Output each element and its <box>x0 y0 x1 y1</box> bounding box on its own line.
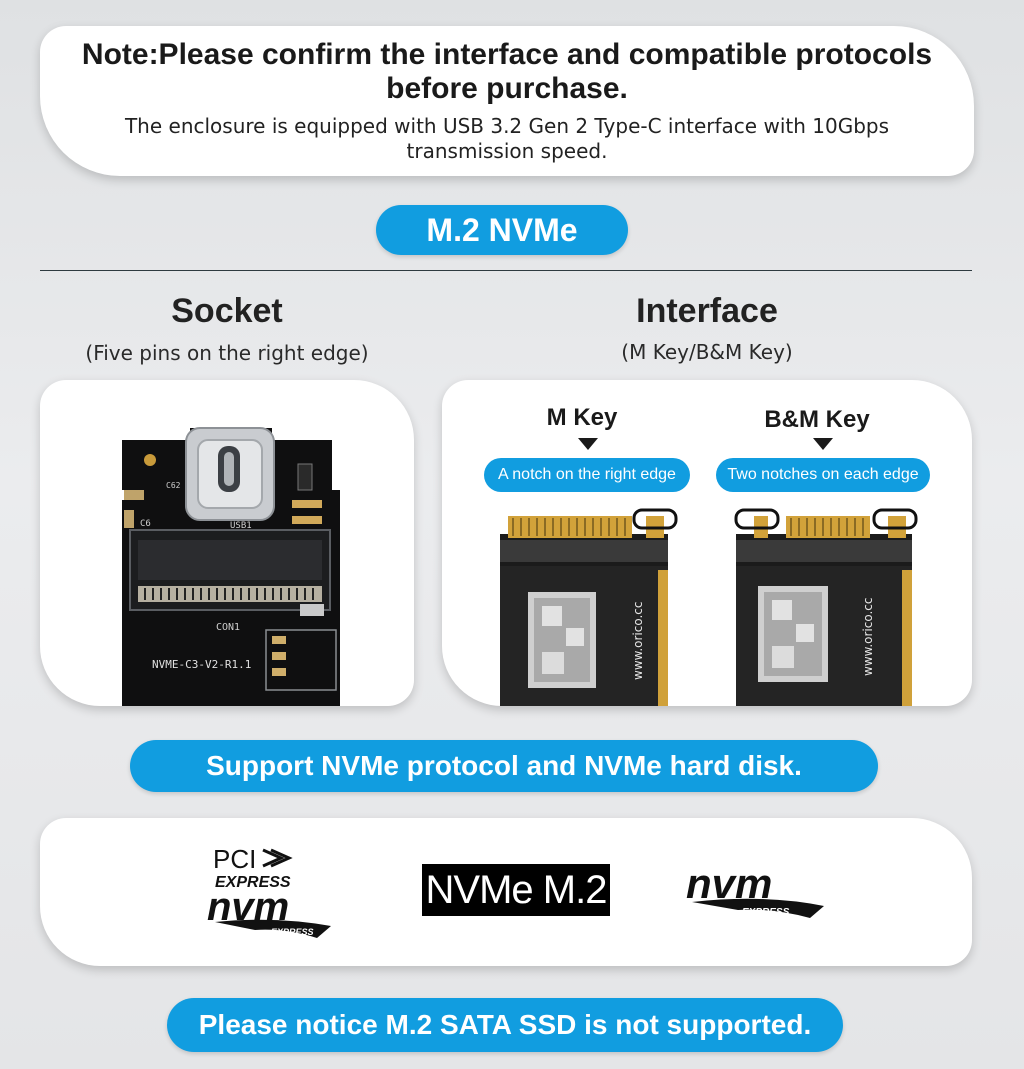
m-key-description: A notch on the right edge <box>484 458 690 492</box>
interface-heading: Interface <box>636 292 778 330</box>
ssd-illustration: www.orico.cc www.orico.cc <box>500 508 918 706</box>
pci-text: PCI <box>213 844 256 874</box>
interface-subheading: (M Key/B&M Key) <box>621 340 793 364</box>
c62-silkscreen: C62 <box>166 481 181 490</box>
nvm-express-logo-mark: nvm EXPRESS <box>686 860 824 918</box>
note-title-line1: Note:Please confirm the interface and co… <box>81 38 933 71</box>
note-title: Note:Please confirm the interface and co… <box>40 38 974 106</box>
note-subtitle-line2: transmission speed. <box>406 139 608 163</box>
notice-banner: Please notice M.2 SATA SSD is not suppor… <box>167 998 843 1052</box>
con-silkscreen: CON1 <box>216 622 240 633</box>
note-title-line2: before purchase. <box>386 72 628 105</box>
note-card: Note:Please confirm the interface and co… <box>40 26 974 176</box>
socket-heading: Socket <box>171 292 283 330</box>
m-key-arrow-icon <box>578 438 598 450</box>
c6-silkscreen: C6 <box>140 519 151 529</box>
usb-silkscreen: USB1 <box>230 521 252 531</box>
support-banner: Support NVMe protocol and NVMe hard disk… <box>130 740 878 792</box>
socket-card: USB1 C62 C6 CON1 NVME-C3-V2-R1.1 <box>40 380 414 706</box>
m-key-ssd: www.orico.cc <box>500 508 678 706</box>
note-subtitle: The enclosure is equipped with USB 3.2 G… <box>40 114 974 164</box>
nvm-express-subtext: EXPRESS <box>271 927 314 937</box>
pcb-board-image: USB1 C62 C6 CON1 NVME-C3-V2-R1.1 <box>122 427 340 706</box>
bm-key-label: B&M Key <box>764 406 870 433</box>
m-key-ssd-brand: www.orico.cc <box>631 601 645 680</box>
interface-card: M Key A notch on the right edge B&M Key … <box>442 380 972 706</box>
nvme-m2-logo: NVMe M.2 <box>422 864 610 916</box>
bm-key-description: Two notches on each edge <box>716 458 930 492</box>
bm-key-arrow-icon <box>813 438 833 450</box>
bm-key-ssd-brand: www.orico.cc <box>861 597 875 676</box>
note-subtitle-line1: The enclosure is equipped with USB 3.2 G… <box>124 114 890 138</box>
socket-subheading: (Five pins on the right edge) <box>85 341 369 365</box>
m-key-label: M Key <box>546 404 618 431</box>
divider <box>40 270 972 271</box>
nvm-logo-express-text: EXPRESS <box>742 907 790 918</box>
model-silkscreen: NVME-C3-V2-R1.1 <box>152 658 251 671</box>
pci-express-nvm-logo: PCI EXPRESS nvm EXPRESS <box>205 842 345 942</box>
m2-nvme-badge: M.2 NVMe <box>376 205 628 255</box>
nvm-express-logo: nvm EXPRESS <box>684 860 834 924</box>
express-text: EXPRESS <box>215 874 291 891</box>
bm-key-ssd: www.orico.cc <box>734 508 918 706</box>
pci-express-logo-mark: PCI EXPRESS nvm EXPRESS <box>207 844 331 938</box>
